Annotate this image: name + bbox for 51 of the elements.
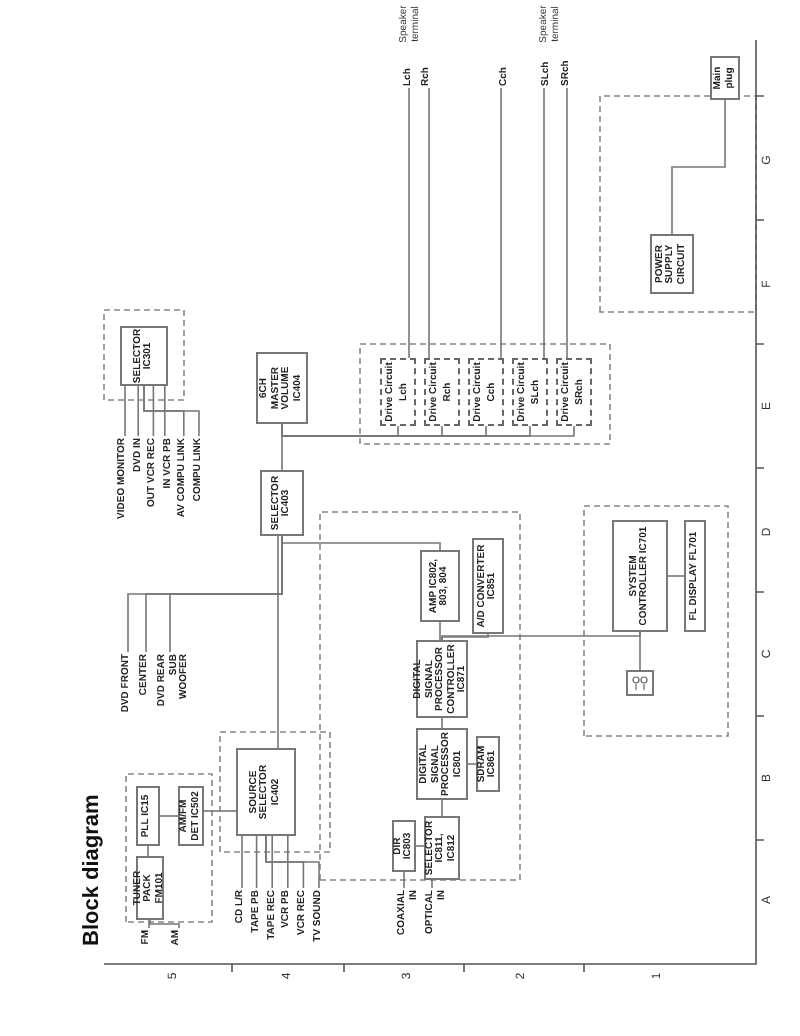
connector-line bbox=[403, 871, 405, 889]
connector-line bbox=[164, 385, 166, 437]
connector-line bbox=[241, 835, 243, 889]
connector-line bbox=[408, 87, 410, 359]
driver-box bbox=[468, 358, 504, 426]
driver-box bbox=[556, 358, 592, 426]
connector-line bbox=[137, 385, 139, 437]
driver-box bbox=[424, 358, 460, 426]
connector-line bbox=[543, 87, 545, 359]
block-box bbox=[136, 856, 164, 920]
connector-line bbox=[147, 845, 149, 857]
connector-line bbox=[255, 835, 258, 889]
block-box bbox=[120, 326, 168, 386]
block-box bbox=[420, 550, 460, 622]
block-box bbox=[476, 736, 500, 792]
connector-line bbox=[441, 799, 443, 817]
connector-line bbox=[441, 717, 443, 729]
block-box bbox=[136, 786, 160, 846]
driver-box bbox=[512, 358, 548, 426]
block-box bbox=[236, 748, 296, 836]
block-box bbox=[392, 820, 416, 872]
block-box bbox=[260, 470, 304, 536]
block-box bbox=[612, 520, 668, 632]
connector-line bbox=[265, 835, 320, 889]
connector-line bbox=[439, 621, 441, 641]
connector-line bbox=[441, 631, 641, 641]
connector-line bbox=[431, 879, 433, 889]
connector-line bbox=[124, 385, 126, 437]
block-box bbox=[650, 234, 694, 294]
connector-line bbox=[203, 810, 237, 812]
connector-line bbox=[667, 575, 685, 577]
connector-line bbox=[566, 87, 568, 359]
connector-line bbox=[671, 99, 726, 235]
connector-line bbox=[428, 87, 430, 359]
connector-line bbox=[639, 631, 641, 671]
connector-line bbox=[277, 535, 279, 749]
connector-line bbox=[415, 845, 425, 847]
connector-line bbox=[287, 835, 289, 889]
connector-line bbox=[143, 385, 200, 437]
connector-line bbox=[271, 835, 273, 889]
driver-box bbox=[380, 358, 416, 426]
connector-line bbox=[441, 633, 489, 641]
connector-line bbox=[159, 815, 179, 817]
block-box bbox=[256, 352, 308, 424]
connector-line bbox=[152, 385, 155, 437]
block-box bbox=[684, 520, 706, 632]
connector-line bbox=[149, 919, 180, 929]
connector-line bbox=[500, 87, 502, 359]
block-box bbox=[710, 56, 740, 100]
diagram-title: Block diagram bbox=[80, 794, 104, 946]
connector-line bbox=[467, 763, 477, 765]
